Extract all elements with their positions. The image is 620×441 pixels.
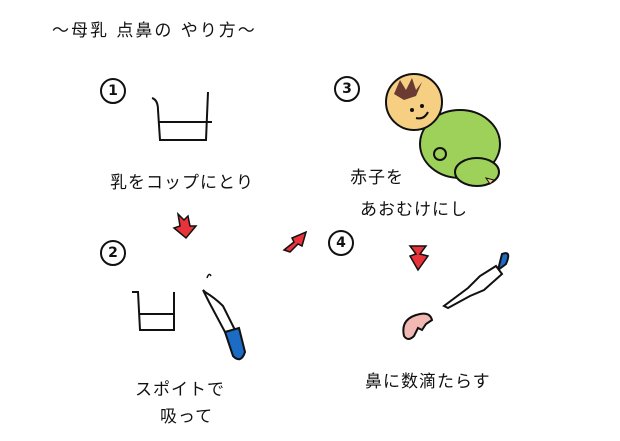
step-2-caption-line2: 吸って: [160, 407, 214, 427]
arrow-diagonal-icon: [282, 230, 308, 253]
step-1-caption: 乳をコップにとり: [110, 173, 254, 193]
step-1-number: 1: [100, 78, 126, 104]
nose-icon: [402, 312, 434, 340]
step-4-number: 4: [328, 230, 354, 256]
step-3-caption-line1: 赤子を: [350, 168, 404, 188]
step-3-caption-line2: あおむけにし: [360, 200, 468, 220]
step-2-number: 2: [100, 240, 126, 266]
step-4-caption: 鼻に数滴たらす: [365, 372, 491, 392]
dropper-icon: [202, 273, 247, 361]
step-3-number: 3: [334, 76, 360, 102]
arrow-down-icon: [408, 245, 430, 272]
page-title: 〜母乳 点鼻の やり方〜: [52, 21, 257, 41]
dropper-icon: [442, 252, 510, 310]
arrow-down-icon: [172, 211, 198, 240]
cup-icon: [151, 91, 212, 141]
baby-icon: [385, 73, 501, 187]
step-2-caption-line1: スポイトで: [135, 380, 225, 400]
cup-icon: [132, 291, 175, 331]
